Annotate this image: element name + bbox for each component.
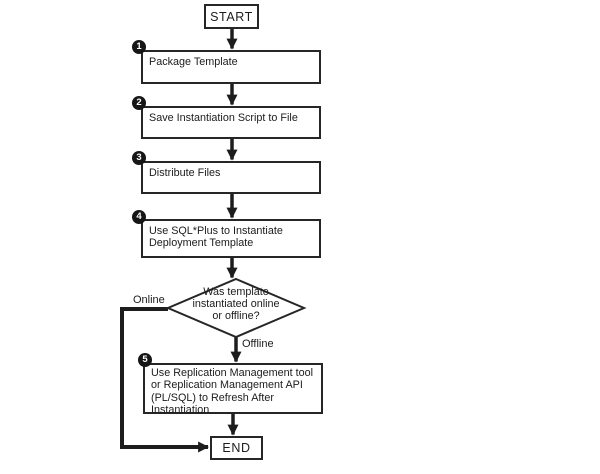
end-label: END: [222, 441, 251, 455]
step4-number-badge: 4: [132, 210, 146, 224]
decision-diamond: [165, 277, 307, 339]
decision-line1: Was template: [203, 286, 269, 298]
branch-label-online: Online: [133, 294, 165, 306]
step-save-instantiation-script: Save Instantiation Script to File: [141, 106, 321, 139]
step4-label-line1: Use SQL*Plus to Instantiate: [149, 225, 283, 237]
arrow-decision-online-to-end: [120, 307, 210, 453]
decision-line2: instantiated online: [192, 297, 280, 310]
decision-question: Was template instantiated online or offl…: [166, 286, 306, 322]
step-distribute-files: Distribute Files: [141, 161, 321, 194]
step1-label: Package Template: [149, 56, 238, 68]
step2-label: Save Instantiation Script to File: [149, 112, 298, 124]
decision-line3: or offline?: [212, 309, 260, 322]
step5-label-line1: Use Replication Management tool: [151, 367, 314, 379]
step5-label-line3: (PL/SQL) to Refresh After: [151, 391, 275, 404]
step1-number-badge: 1: [132, 40, 146, 54]
step3-label: Distribute Files: [149, 167, 221, 179]
step2-number-badge: 2: [132, 96, 146, 110]
step5-label-line4: Instantiation: [151, 404, 210, 417]
branch-label-offline: Offline: [242, 338, 274, 350]
step-package-template: Package Template: [141, 50, 321, 84]
start-label: START: [210, 9, 253, 24]
step-refresh-after-instantiation: Use Replication Management tool or Repli…: [143, 363, 323, 417]
step5-number-badge: 5: [138, 353, 152, 367]
step-use-sqlplus-instantiate: Use SQL*Plus to Instantiate Deployment T…: [141, 219, 321, 258]
step4-label-line2: Deployment Template: [149, 237, 254, 250]
step5-label-line2: or Replication Management API: [151, 379, 303, 392]
step3-number-badge: 3: [132, 151, 146, 165]
start-node: START: [204, 4, 259, 29]
end-node: END: [210, 436, 263, 460]
